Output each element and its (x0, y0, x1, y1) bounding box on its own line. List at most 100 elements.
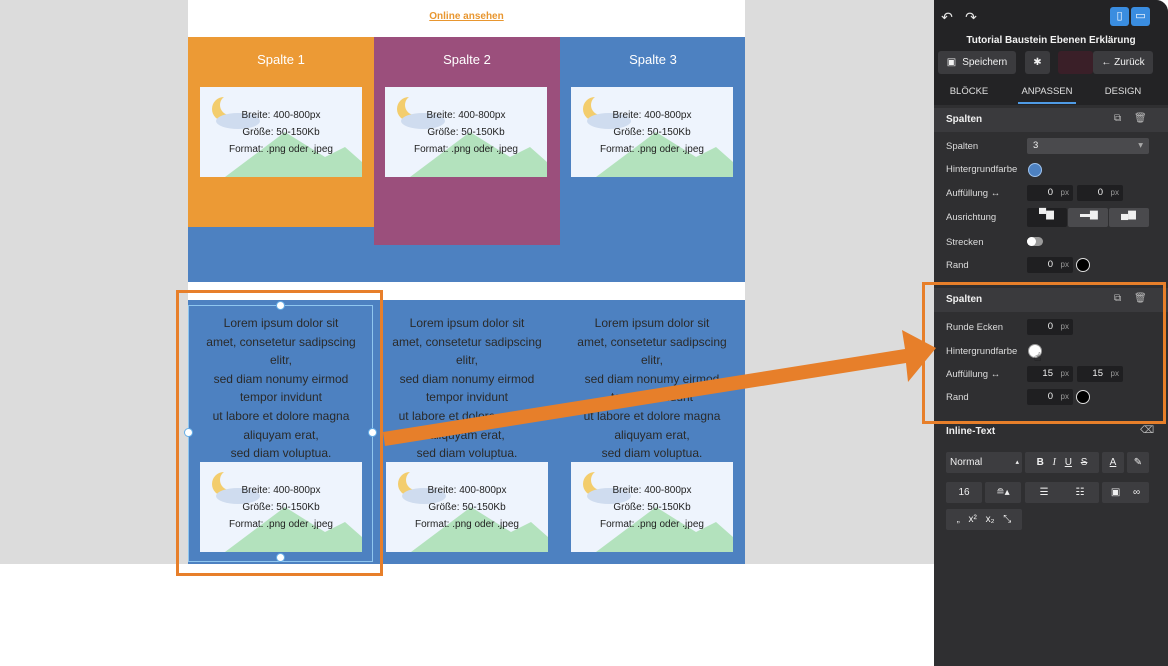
section-spalten-block[interactable]: Spalten ⧉ 🗑 (934, 108, 1168, 132)
image-placeholder[interactable]: Breite: 400-800px Größe: 50-150Kb Format… (386, 462, 548, 552)
label-auffuellung: Auffüllung ↔ (946, 369, 1001, 380)
settings-button[interactable]: ✱ (1025, 51, 1050, 74)
resize-handle-top[interactable] (276, 301, 285, 310)
email-preview: Online ansehen Spalte 1 Breite: 400-800p… (188, 0, 745, 564)
image-spec-text: Breite: 400-800px Größe: 50-150Kb Format… (600, 485, 704, 530)
align-middle-button[interactable]: ▬▆ (1068, 208, 1108, 227)
bold-button[interactable]: B (1036, 457, 1044, 468)
column-label: Spalte 1 (257, 52, 305, 67)
eraser-icon[interactable]: ⌫ (1140, 425, 1155, 436)
label-ausrichtung: Ausrichtung (946, 212, 997, 223)
section-inline-text[interactable]: Inline-Text ⌫ (934, 420, 1168, 444)
back-button[interactable]: ← Zurück (1093, 51, 1153, 74)
list-group: ☰ ☷ (1025, 482, 1099, 503)
background-color-swatch[interactable] (1028, 163, 1042, 177)
save-button[interactable]: ▣Speichern (938, 51, 1016, 74)
resize-handle-bottom[interactable] (276, 553, 285, 562)
panel-tabs: BLÖCKE ANPASSEN DESIGN (934, 82, 1168, 104)
duplicate-icon[interactable]: ⧉ (1114, 293, 1122, 304)
border-color-swatch[interactable] (1076, 258, 1090, 272)
resize-handle-left[interactable] (184, 428, 193, 437)
online-view-link[interactable]: Online ansehen (429, 11, 504, 22)
chevron-icon: ▴ (1015, 459, 1019, 466)
label-spalten: Spalten (946, 141, 979, 152)
font-size-input[interactable]: 16 (946, 482, 982, 503)
strikethrough-button[interactable]: S (1080, 457, 1088, 468)
section-spalten-column[interactable]: Spalten ⧉ 🗑 (934, 288, 1168, 312)
border-color-swatch[interactable] (1076, 390, 1090, 404)
image-placeholder[interactable]: Breite: 400-800px Größe: 50-150Kb Format… (571, 87, 733, 177)
gear-icon: ✱ (1033, 57, 1042, 68)
redo-icon[interactable]: ↷ (965, 9, 977, 25)
image-placeholder[interactable]: Breite: 400-800px Größe: 50-150Kb Format… (571, 462, 733, 552)
clear-format-icon[interactable]: „ (956, 514, 960, 524)
undo-icon[interactable]: ↶ (941, 9, 953, 25)
floppy-icon: ▣ (946, 57, 957, 68)
mobile-view-button[interactable]: ▯ (1110, 7, 1129, 26)
underline-button[interactable]: U (1064, 457, 1072, 468)
tab-design[interactable]: DESIGN (1104, 86, 1142, 97)
align-top-button[interactable]: ▀▆ (1027, 208, 1067, 227)
align-text-button[interactable]: ≘▴ (985, 482, 1021, 503)
script-group: „ x² x₂ ⤡ (946, 509, 1022, 530)
subscript-icon[interactable]: x₂ (985, 514, 995, 525)
column-2[interactable]: Spalte 2 Breite: 400-800px Größe: 50-150… (374, 37, 560, 245)
placeholder-image-icon (583, 470, 733, 552)
trash-icon[interactable]: 🗑 (1134, 293, 1147, 304)
image-placeholder[interactable]: Breite: 400-800px Größe: 50-150Kb Format… (385, 87, 547, 177)
image-placeholder[interactable]: Breite: 400-800px Größe: 50-150Kb Format… (200, 87, 362, 177)
resize-handle-right[interactable] (368, 428, 377, 437)
mobile-icon: ▯ (1116, 10, 1123, 22)
placeholder-image-icon (583, 95, 733, 177)
label-rand: Rand (946, 392, 969, 403)
chevron-down-icon: ▾ (1138, 140, 1143, 151)
tab-bloecke[interactable]: BLÖCKE (949, 86, 989, 97)
highlight-frame-column (176, 290, 383, 576)
column-3[interactable]: Spalte 3 Breite: 400-800px Größe: 50-150… (560, 37, 746, 227)
bullet-list-icon[interactable]: ☰ (1039, 487, 1049, 498)
section-title: Spalten (946, 294, 983, 305)
arrow-left-icon: ← (1101, 57, 1112, 68)
tab-anpassen[interactable]: ANPASSEN (1018, 82, 1076, 104)
image-spec-text: Breite: 400-800px Größe: 50-150Kb Format… (229, 110, 333, 155)
brush-icon[interactable]: ✎ (1127, 452, 1149, 473)
align-bottom-button[interactable]: ▄▆ (1109, 208, 1149, 227)
stretch-toggle[interactable] (1027, 237, 1043, 246)
columns-count-select[interactable]: 3 ▾ (1027, 138, 1149, 154)
image-spec-text: Breite: 400-800px Größe: 50-150Kb Format… (600, 110, 704, 155)
image-spec-text: Breite: 400-800px Größe: 50-150Kb Format… (229, 485, 333, 530)
label-rand: Rand (946, 260, 969, 271)
column-1[interactable]: Spalte 1 Breite: 400-800px Größe: 50-150… (188, 37, 374, 227)
desktop-icon: ▭ (1135, 10, 1146, 22)
document-title: Tutorial Baustein Ebenen Erklärung (966, 35, 1136, 46)
duplicate-icon[interactable]: ⧉ (1114, 113, 1122, 124)
placeholder-image-icon (398, 470, 548, 552)
background-color-swatch[interactable] (1028, 344, 1042, 358)
desktop-view-button[interactable]: ▭ (1131, 7, 1150, 26)
label-hintergrundfarbe: Hintergrundfarbe (946, 164, 1018, 175)
italic-button[interactable]: I (1052, 457, 1056, 468)
numbered-list-icon[interactable]: ☷ (1075, 487, 1085, 498)
trash-icon[interactable]: 🗑 (1134, 113, 1147, 124)
column-label: Spalte 3 (629, 52, 677, 67)
text-format-select[interactable]: Normal ▴ (946, 452, 1022, 473)
image-spec-text: Breite: 400-800px Größe: 50-150Kb Format… (414, 110, 518, 155)
special-char-icon[interactable]: ⤡ (1003, 514, 1012, 525)
placeholder-image-icon (397, 95, 547, 177)
image-icon[interactable]: ▣ (1110, 487, 1121, 498)
text-color-button[interactable]: A (1102, 452, 1124, 473)
link-icon[interactable]: ∞ (1133, 487, 1141, 498)
column-label: Spalte 2 (443, 52, 491, 67)
superscript-icon[interactable]: x² (968, 514, 977, 525)
image-placeholder[interactable]: Breite: 400-800px Größe: 50-150Kb Format… (200, 462, 362, 552)
